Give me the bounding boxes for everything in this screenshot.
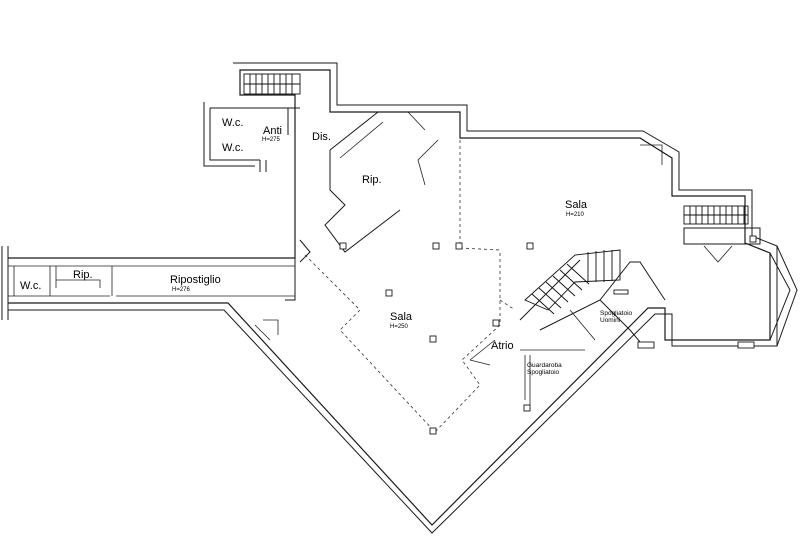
label-ripostiglio-height: H=276 (172, 287, 191, 293)
stair-center (524, 249, 621, 315)
label-spogliatoio-1: Spogliatoio (600, 310, 633, 317)
label-wc-left: W.c. (20, 280, 41, 292)
label-wc-bottom: W.c. (222, 142, 243, 154)
label-sala-right-height: H=210 (566, 212, 585, 218)
label-guardaroba-1: Guardaroba (527, 362, 562, 369)
label-dis: Dis. (312, 131, 331, 143)
outer-walls (1, 62, 798, 534)
label-anti-height: H=275 (262, 137, 281, 143)
label-rip-upper: Rip. (362, 174, 382, 186)
beam-lines (304, 140, 516, 433)
label-atrio: Atrio (491, 340, 514, 352)
label-sala-center: Sala (390, 311, 413, 323)
label-wc-top: W.c. (222, 117, 243, 129)
stair-north (243, 73, 301, 95)
stair-east (683, 205, 761, 263)
label-ripostiglio: Ripostiglio (170, 274, 221, 286)
label-anti: Anti (263, 125, 282, 137)
label-guardaroba-2: Spogliatoio (527, 369, 560, 376)
label-sala-center-height: H=250 (390, 324, 409, 330)
label-spogliatoio-2: Uomini (600, 317, 620, 324)
label-rip-left: Rip. (73, 269, 93, 281)
columns (339, 235, 757, 435)
label-sala-right: Sala (565, 199, 588, 211)
interior-walls (254, 111, 666, 410)
room-labels: W.c. W.c. Anti H=275 Dis. Rip. Sala H=21… (20, 117, 633, 376)
